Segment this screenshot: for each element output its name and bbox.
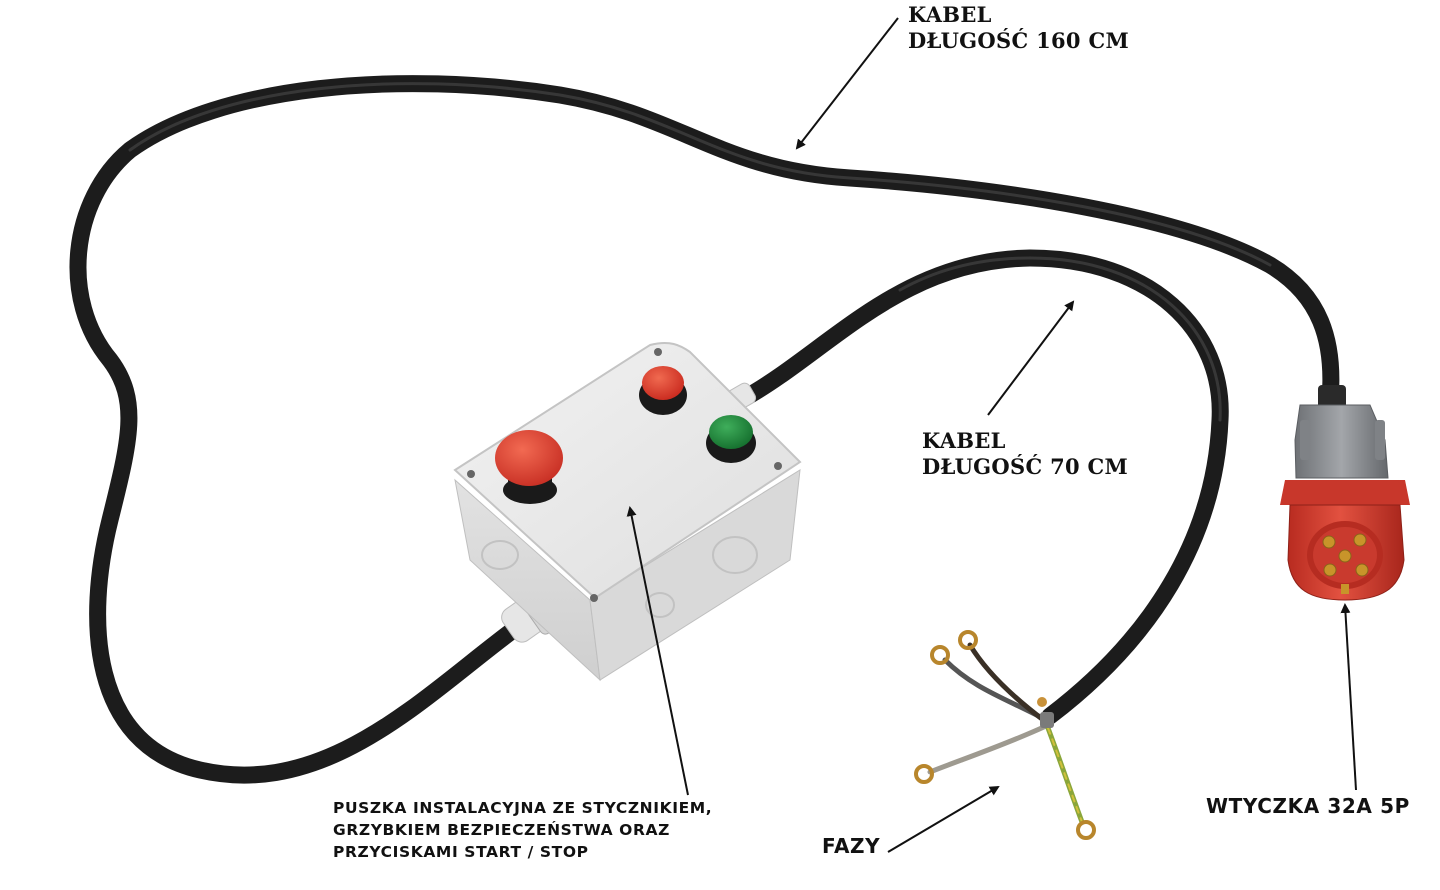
start-button	[706, 415, 756, 463]
short-cable	[736, 249, 1229, 725]
junction-box-label: PUSZKA INSTALACYJNA ZE STYCZNIKIEM, GRZY…	[333, 797, 712, 863]
arrow-junction-box	[626, 506, 689, 796]
cable-short-line1: KABEL	[922, 428, 1006, 453]
arrow-cable-short	[987, 300, 1075, 416]
cee-plug	[1280, 385, 1410, 601]
cable-short-line2: DŁUGOŚĆ 70 CM	[922, 454, 1129, 479]
phase-wires	[914, 630, 1096, 840]
junction-box-line1: PUSZKA INSTALACYJNA ZE STYCZNIKIEM,	[333, 799, 713, 817]
junction-box	[453, 342, 802, 682]
plug-label: WTYCZKA 32A 5P	[1206, 794, 1410, 818]
short-cable-highlight	[898, 256, 1222, 422]
junction-box-line2: GRZYBKIEM BEZPIECZEŃSTWA ORAZ	[333, 821, 670, 839]
emergency-stop-button	[495, 430, 563, 504]
phases-label: FAZY	[822, 834, 881, 858]
cable-short-label: KABEL DŁUGOŚĆ 70 CM	[922, 428, 1128, 480]
cable-long-label: KABEL DŁUGOŚĆ 160 CM	[908, 2, 1129, 54]
cable-long-line2: DŁUGOŚĆ 160 CM	[908, 28, 1130, 53]
stop-button	[639, 366, 687, 415]
arrow-plug	[1340, 603, 1357, 791]
arrow-cable-long	[795, 17, 899, 150]
arrow-phases	[887, 785, 1000, 853]
cable-long-line1: KABEL	[908, 2, 992, 27]
long-cable-highlight	[128, 82, 1272, 267]
junction-box-line3: PRZYCISKAMI START / STOP	[333, 843, 589, 861]
